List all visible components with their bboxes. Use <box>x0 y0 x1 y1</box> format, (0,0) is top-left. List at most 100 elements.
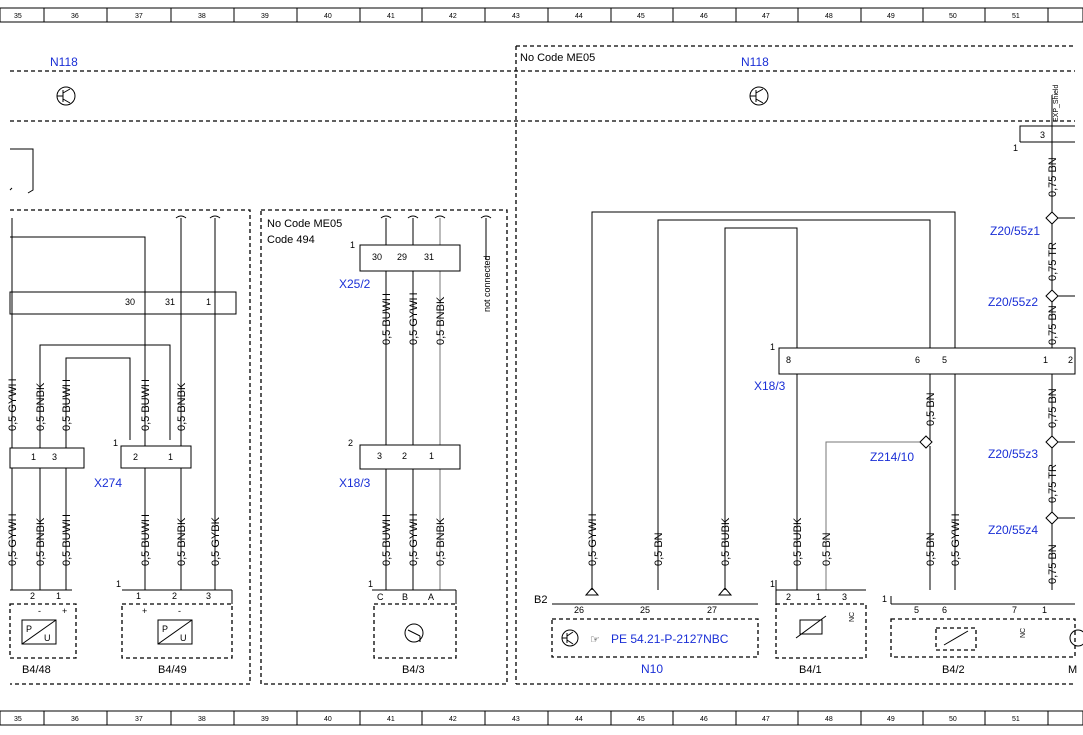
connector-index: 1 <box>1013 143 1018 153</box>
pin-label: 25 <box>640 605 650 615</box>
pin-label: B <box>402 592 408 602</box>
pin-label: 27 <box>707 605 717 615</box>
connector-index: 1 <box>350 240 355 250</box>
connector-x274: 1 2 1 X274 <box>94 438 192 490</box>
ruler-number: 35 <box>14 716 22 723</box>
not-connected-label: not connected <box>482 255 492 312</box>
ruler-number: 42 <box>449 716 457 723</box>
pin-label: 8 <box>786 355 791 365</box>
ground-symbol-icon <box>584 587 600 596</box>
wire-label: 0,5 GYWH <box>587 513 599 566</box>
nc-label: NC <box>1020 628 1027 638</box>
pin-label: 5 <box>942 355 947 365</box>
reference-link[interactable]: PE 54.21-P-2127NBC <box>611 632 729 646</box>
ruler-number: 36 <box>71 13 79 20</box>
wire-label: 0,75 BN <box>1047 544 1059 584</box>
connector-left-mid: 1 3 <box>9 447 85 469</box>
ruler-number: 35 <box>14 13 22 20</box>
ruler-number: 41 <box>387 716 395 723</box>
ground-symbol-icon <box>717 587 733 596</box>
component-b4-2: 1 5 6 7 1 NC B4/2 M <box>882 594 1083 676</box>
splice-diamond-icon <box>1045 211 1059 225</box>
splice-diamond-icon <box>919 435 933 449</box>
ruler-number: 51 <box>1012 13 1020 20</box>
wire-label: 0,75 TR <box>1047 464 1059 503</box>
zone-condition: No Code ME05 <box>267 218 342 230</box>
right-wires <box>591 95 1075 590</box>
pin-label: 1 <box>429 451 434 461</box>
wire-label: 0,5 BNBK <box>35 382 47 431</box>
right-wire-labels: 0,75 BN 0,75 TR 0,75 BN 0,75 BN 0,75 TR … <box>587 157 1059 584</box>
partial-motor-icon <box>1069 629 1083 647</box>
connector-index: 1 <box>113 438 118 448</box>
wire-label: 0,5 GYWH <box>7 378 19 431</box>
pin-label: 29 <box>397 252 407 262</box>
pin-label: 1 <box>56 591 61 601</box>
connector-index: 2 <box>348 438 353 448</box>
connector-x18-3-middle: 2 3 2 1 X18/3 <box>339 438 461 490</box>
component-index: 1 <box>882 594 887 604</box>
component-b4-1: 1 2 1 3 NC B4/1 <box>770 579 867 676</box>
transistor-symbol-icon <box>56 86 76 106</box>
pin-label: 31 <box>165 297 175 307</box>
pin-label: 1 <box>168 452 173 462</box>
connector-label: X18/3 <box>754 379 786 393</box>
connector-label: B2 <box>534 594 547 606</box>
symbol-text: U <box>180 633 187 643</box>
pin-label: 2 <box>402 451 407 461</box>
zone-code-494: No Code ME05 Code 494 <box>260 209 508 685</box>
component-label: B4/48 <box>22 664 51 676</box>
pin-label: 2 <box>133 452 138 462</box>
ruler-number: 38 <box>198 716 206 723</box>
wire-label: 0,5 BUWH <box>381 293 393 345</box>
ruler-number: 43 <box>512 13 520 20</box>
component-b4-3: 1 C B A B4/3 <box>368 579 457 676</box>
connector-x18-3-right: 1 8 6 5 1 2 X18/3 <box>754 342 1076 393</box>
pin-label: 5 <box>914 605 919 615</box>
ruler-number: 44 <box>575 13 583 20</box>
transistor-symbol-icon <box>749 86 769 106</box>
symbol-text: P <box>26 624 32 634</box>
pin-sign: + <box>62 606 67 616</box>
nc-label: NC <box>849 612 856 622</box>
ruler-number: 43 <box>512 716 520 723</box>
ruler-number: 47 <box>762 716 770 723</box>
component-n10: B2 26 25 27 ☞ PE 54.21-P-2127NBC N10 <box>534 587 759 676</box>
wire-label: 0,5 BUWH <box>381 514 393 566</box>
n118-label-right: N118 <box>741 55 769 69</box>
wire-label: 0,75 TR <box>1047 242 1059 281</box>
symbol-text: U <box>44 633 51 643</box>
wire-label: 0,5 BUWH <box>140 379 152 431</box>
pin-label: 3 <box>842 592 847 602</box>
pin-label: 2 <box>172 591 177 601</box>
ruler-number: 38 <box>198 13 206 20</box>
shield-label: EXP_Shield <box>1053 85 1060 122</box>
middle-wires <box>380 215 492 590</box>
wire-label: 0,75 BN <box>1047 157 1059 197</box>
component-label: M <box>1068 664 1077 676</box>
pin-label: 1 <box>206 297 211 307</box>
pin-label: 3 <box>377 451 382 461</box>
ruler-number: 40 <box>324 13 332 20</box>
component-label: B4/2 <box>942 664 965 676</box>
pin-label: 7 <box>1012 605 1017 615</box>
wire-label: 0,5 GYWH <box>408 513 420 566</box>
wire-label: 0,5 GYWH <box>7 513 19 566</box>
pin-label: 1 <box>1043 355 1048 365</box>
pin-label: 2 <box>786 592 791 602</box>
wire-label: 0,5 BUBK <box>720 517 732 566</box>
pin-label: 6 <box>915 355 920 365</box>
wire-label: 0,5 BNBK <box>35 517 47 566</box>
partial-wire <box>10 148 34 194</box>
connector-x25-2: 1 30 29 31 X25/2 not connected <box>339 240 492 312</box>
wire-label: 0,5 BNBK <box>176 382 188 431</box>
ruler-number: 39 <box>261 716 269 723</box>
ruler-number: 47 <box>762 13 770 20</box>
ruler-number: 41 <box>387 13 395 20</box>
pin-label: 30 <box>125 297 135 307</box>
pin-label: 1 <box>136 591 141 601</box>
ruler-number: 49 <box>887 13 895 20</box>
zone-condition: Code 494 <box>267 234 315 246</box>
middle-wire-labels: 0,5 BUWH 0,5 GYWH 0,5 BNBK 0,5 BUWH 0,5 … <box>381 292 447 566</box>
n118-module-band: N118 N118 No Code ME05 <box>10 45 1075 685</box>
